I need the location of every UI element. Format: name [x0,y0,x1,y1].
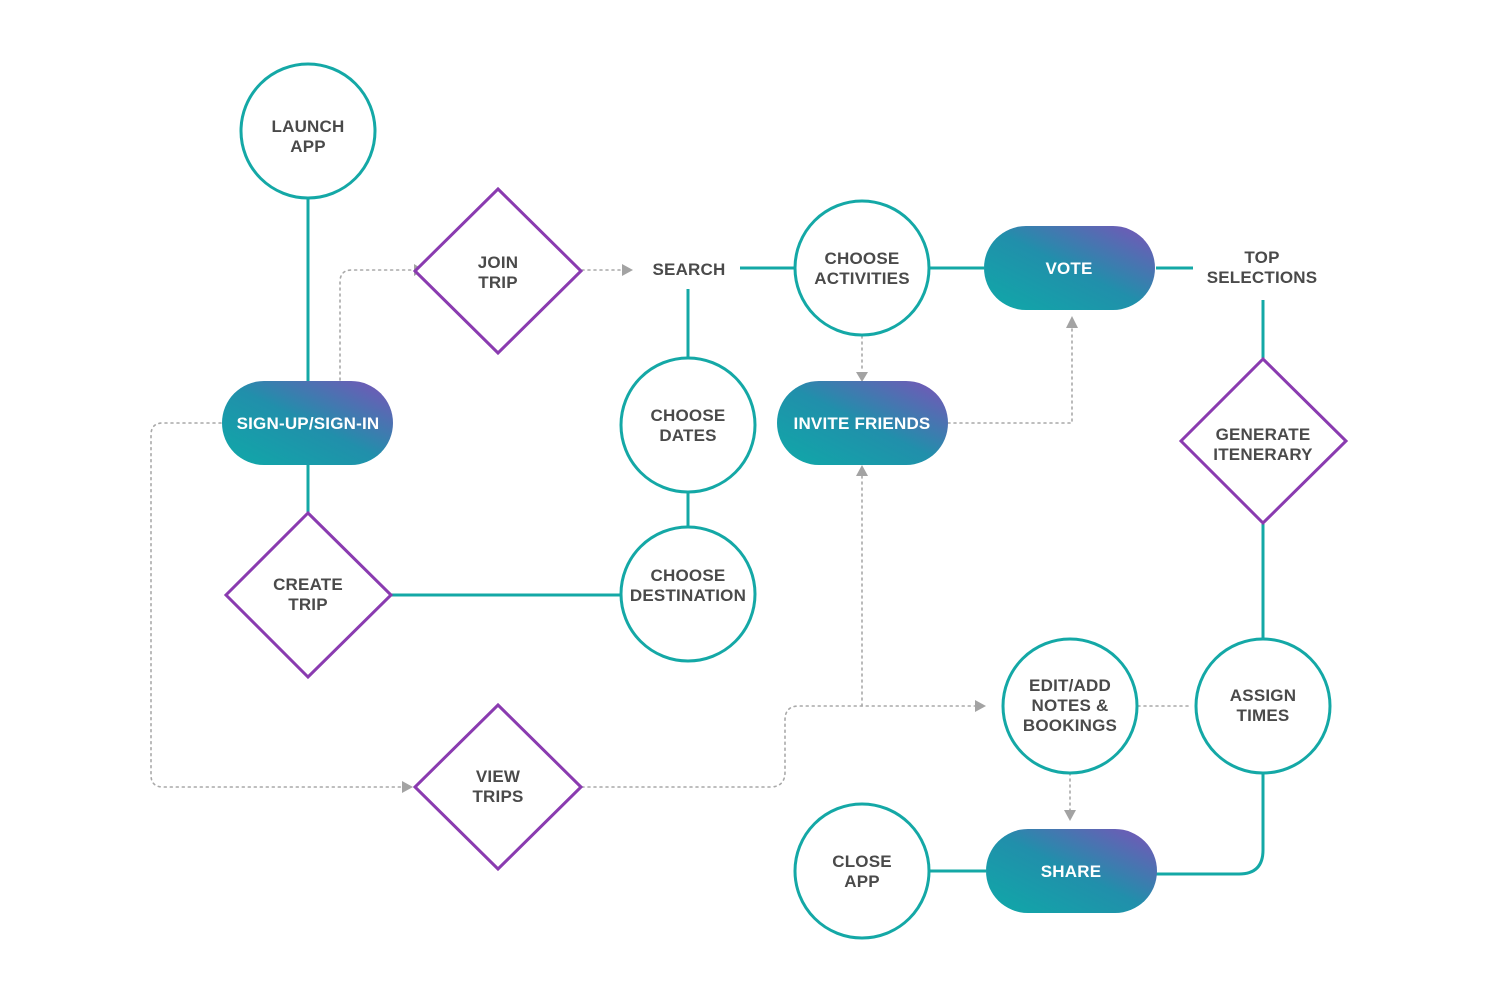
generate-itinerary-node: GENERATE ITENERARY [1178,356,1349,526]
arrow-up-invite [856,465,868,476]
arrow-right-search [622,264,633,276]
join-trip-label-1: JOIN [478,253,518,272]
edit-notes-label-3: BOOKINGS [1023,716,1117,735]
top-selections-node: TOP SELECTIONS [1207,248,1318,287]
connector-assign-share [1156,774,1265,876]
top-selections-label-2: SELECTIONS [1207,268,1318,287]
generate-itinerary-label-2: ITENERARY [1213,445,1313,464]
choose-dates-label-1: CHOOSE [651,406,726,425]
invite-friends-label: INVITE FRIENDS [794,414,931,433]
arrow-down-invite [856,372,868,382]
join-trip-label-2: TRIP [478,273,518,292]
solid-connectors [306,199,1265,876]
edit-notes-label-2: NOTES & [1032,696,1109,715]
assign-times-label-2: TIMES [1237,706,1290,725]
dotted-connectors [150,269,1193,813]
close-app-label-1: CLOSE [832,852,892,871]
launch-app-node: LAUNCH APP [239,62,377,200]
dotted-view-edit [581,705,976,788]
choose-destination-node: CHOOSE DESTINATION [619,525,757,663]
generate-itinerary-label-1: GENERATE [1216,425,1311,444]
choose-dates-node: CHOOSE DATES [619,356,757,494]
invite-friends-node: INVITE FRIENDS [777,381,948,465]
close-app-node: CLOSE APP [793,802,931,940]
edit-notes-node: EDIT/ADD NOTES & BOOKINGS [1001,637,1139,775]
create-trip-label-2: TRIP [288,595,328,614]
view-trips-label-1: VIEW [476,767,521,786]
sign-in-label: SIGN-UP/SIGN-IN [237,414,380,433]
join-trip-node: JOIN TRIP [412,186,584,356]
view-trips-label-2: TRIPS [472,787,523,806]
create-trip-node: CREATE TRIP [223,510,394,680]
arrow-right-view [402,781,413,793]
close-app-label-2: APP [844,872,880,891]
search-label: SEARCH [653,260,726,279]
arrow-up-vote [1066,316,1078,328]
sign-in-node: SIGN-UP/SIGN-IN [222,381,393,465]
arrow-down-share [1064,810,1076,821]
assign-times-label-1: ASSIGN [1230,686,1296,705]
edit-notes-label-1: EDIT/ADD [1029,676,1111,695]
top-selections-label-1: TOP [1244,248,1279,267]
choose-destination-label-1: CHOOSE [651,566,726,585]
dotted-signin-join [339,269,415,381]
vote-label: VOTE [1045,259,1092,278]
assign-times-node: ASSIGN TIMES [1194,637,1332,775]
choose-activities-label-2: ACTIVITIES [814,269,910,288]
share-label: SHARE [1041,862,1102,881]
share-node: SHARE [986,829,1157,913]
dotted-invite-vote [947,322,1073,424]
choose-activities-node: CHOOSE ACTIVITIES [793,199,931,337]
dotted-signin-view [150,422,407,788]
choose-dates-label-2: DATES [659,426,716,445]
launch-app-label-1: LAUNCH [272,117,345,136]
choose-activities-label-1: CHOOSE [825,249,900,268]
choose-destination-label-2: DESTINATION [630,586,746,605]
search-node: SEARCH [653,260,726,279]
create-trip-label-1: CREATE [273,575,343,594]
view-trips-node: VIEW TRIPS [412,702,584,872]
arrow-right-edit [975,700,986,712]
launch-app-label-2: APP [290,137,326,156]
vote-node: VOTE [984,226,1155,310]
